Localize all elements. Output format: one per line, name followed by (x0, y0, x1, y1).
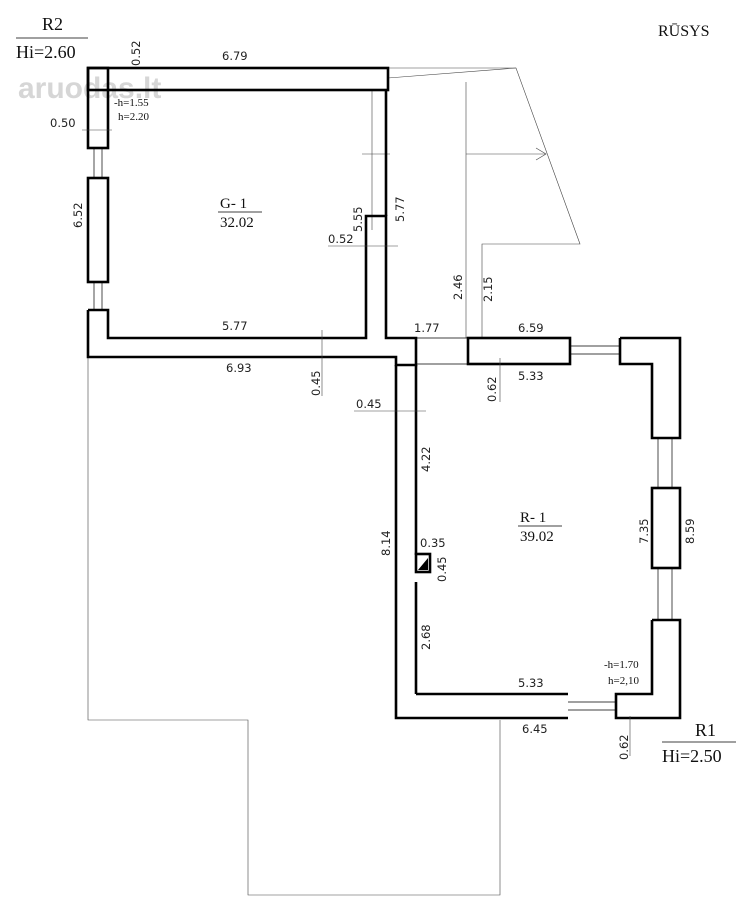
r1-top-wall (466, 336, 572, 366)
level-marker-r1: R1 Hi=2.50 (662, 720, 736, 766)
level-marker-r2: R2 Hi=2.60 (16, 14, 88, 62)
dim-top-thickness: 0.52 (129, 40, 143, 66)
room-g1-name: G- 1 (220, 196, 247, 212)
r2-label: R2 (42, 14, 63, 34)
watermark-text: aruodas.lt (18, 72, 161, 105)
room-r1-name: R- 1 (520, 510, 546, 526)
dim-wall-045-a: 0.45 (309, 370, 323, 396)
r1-corner-bottom (614, 618, 682, 720)
dim-r1-left-upper: 4.22 (419, 446, 433, 472)
g1-left-pier (86, 176, 110, 284)
g1-bottom-wall (86, 214, 418, 367)
opening-note-height-top: h=2.20 (118, 111, 149, 123)
opening-note-height-bottom: h=2,10 (608, 675, 639, 687)
dim-r1-bottom-outer: 6.45 (522, 722, 548, 736)
room-r1-label: R- 1 39.02 (518, 510, 562, 545)
dim-top-wall-len: 6.79 (222, 49, 248, 63)
walls-g1 (86, 66, 418, 367)
dim-r1-left-outer: 8.14 (379, 530, 393, 556)
dim-column-w: 0.35 (420, 536, 446, 550)
dim-r1-top-thick: 0.62 (485, 376, 499, 402)
r1-height: Hi=2.50 (662, 746, 722, 766)
dim-r1-right-inner: 7.35 (637, 518, 651, 544)
dim-r1-top-outer: 6.59 (518, 321, 544, 335)
room-g1-area: 32.02 (220, 215, 254, 231)
opening-note-sill-bottom: -h=1.70 (604, 659, 639, 671)
dim-r1-left-lower: 2.68 (419, 624, 433, 650)
dim-wall-045-b: 0.45 (356, 397, 382, 411)
dim-stair-2-46: 2.46 (451, 274, 465, 300)
dim-column-h: 0.45 (435, 556, 449, 582)
r1-windows (416, 337, 673, 711)
stair-diagonal (387, 67, 517, 79)
r1-corner-top (618, 336, 682, 440)
page-title: RŪSYS (658, 23, 710, 40)
dimension-lines (82, 129, 631, 756)
left-windows (93, 148, 103, 310)
dim-r1-bottom-inner: 5.33 (518, 676, 544, 690)
room-g1-label: G- 1 32.02 (218, 196, 262, 231)
stair-outline (388, 67, 581, 338)
dim-left-wall-thick: 0.50 (50, 116, 76, 130)
column-fill (418, 558, 428, 570)
g1-left-wall-upper (86, 66, 110, 150)
dim-left-wall-len: 6.52 (71, 202, 85, 228)
dim-r1-bottom-thick: 0.62 (617, 734, 631, 760)
dim-g1-inner-height: 5.55 (351, 206, 365, 232)
dim-g1-outer-width: 6.93 (226, 361, 252, 375)
terrain-outline (87, 357, 501, 896)
column (414, 552, 432, 574)
opening-note-sill-top: -h=1.55 (114, 97, 149, 109)
stair-area (362, 67, 581, 338)
room-r1-area: 39.02 (520, 529, 554, 545)
walls-r1 (394, 336, 682, 720)
dim-r1-top-inner: 5.33 (518, 369, 544, 383)
dim-g1-outer-height: 5.77 (393, 196, 407, 222)
dim-door-width: 1.77 (414, 321, 440, 335)
arrow-icon (535, 147, 547, 161)
r1-right-pier (650, 486, 682, 570)
r1-label: R1 (695, 720, 716, 740)
r2-height: Hi=2.60 (16, 42, 76, 62)
dim-partition-thick: 0.52 (328, 232, 354, 246)
r1-left-outer (394, 365, 568, 720)
dim-g1-inner-width: 5.77 (222, 319, 248, 333)
dim-stair-2-15: 2.15 (481, 276, 495, 302)
dim-r1-right-outer: 8.59 (683, 518, 697, 544)
